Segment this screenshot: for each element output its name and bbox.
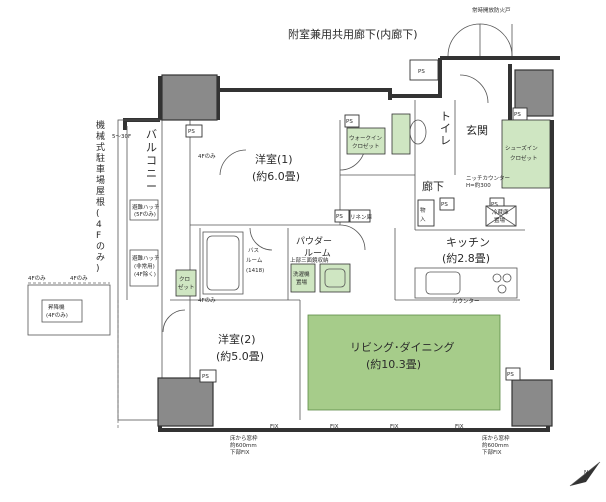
hatch-2	[129, 249, 159, 287]
fire-door-icon	[447, 23, 513, 57]
western2-name: 洋室(2)	[218, 332, 256, 346]
svg-text:PS: PS	[188, 129, 195, 135]
corridor-label: 附室兼用共用廊下(内廊下)	[288, 27, 418, 41]
svg-text:(4F除く): (4F除く)	[134, 270, 156, 278]
vanity-sink	[319, 263, 351, 293]
svg-text:FIX: FIX	[330, 424, 339, 430]
fire-door-label: 常時開放防火戸	[472, 6, 511, 14]
powder-name-1: パウダー	[296, 235, 332, 247]
bath-name-1: バス	[248, 247, 259, 254]
compass-icon: N	[569, 461, 601, 487]
svg-text:PS: PS	[491, 202, 498, 208]
storage-label-2: 入	[420, 217, 426, 223]
svg-text:置場: 置場	[296, 278, 308, 286]
svg-text:FIX: FIX	[455, 424, 464, 430]
niche-label-2: H=約300	[466, 181, 491, 189]
storage-label-1: 物	[420, 206, 426, 214]
niche-label-1: ニッチカウンター	[466, 174, 510, 182]
balcony-area	[117, 119, 163, 421]
svg-text:PS: PS	[202, 374, 209, 380]
small-closet	[175, 269, 197, 297]
upper-storage-label: 上部三面鏡収納	[290, 256, 329, 264]
counter-label: カウンター	[452, 297, 480, 305]
svg-text:避難ハッチ: 避難ハッチ	[132, 203, 160, 211]
toilet-fixture	[391, 113, 427, 155]
svg-text:昇降機: 昇降機	[48, 303, 65, 311]
fridge-label-2: 置場	[494, 216, 506, 224]
living-name: リビング･ダイニング	[350, 340, 455, 354]
svg-text:洗濯機: 洗濯機	[293, 270, 310, 278]
western1-name: 洋室(1)	[255, 152, 293, 166]
svg-text:クロゼット: クロゼット	[352, 142, 380, 150]
svg-text:PS: PS	[418, 69, 425, 75]
pillar-top-left	[161, 74, 218, 121]
svg-text:N: N	[584, 470, 588, 476]
svg-text:下部FIX: 下部FIX	[482, 448, 502, 456]
svg-text:約600mm: 約600mm	[482, 441, 509, 449]
svg-text:(4Fのみ): (4Fのみ)	[46, 312, 68, 319]
living-area: (約10.3畳)	[366, 357, 421, 371]
hatch-1	[129, 199, 159, 221]
svg-text:(非常用): (非常用)	[134, 262, 155, 270]
svg-text:避難ハッチ: 避難ハッチ	[132, 254, 160, 262]
svg-text:約600mm: 約600mm	[230, 441, 257, 449]
storage	[417, 199, 435, 227]
western2-area: (約5.0畳)	[216, 349, 264, 363]
pillar-bottom-right	[511, 379, 553, 427]
svg-text:PS: PS	[346, 119, 353, 125]
svg-text:4Fのみ: 4Fのみ	[70, 275, 88, 282]
bath-name-2: ルーム	[246, 257, 263, 264]
washer-space	[290, 263, 316, 293]
svg-text:ウォークイン: ウォークイン	[349, 134, 383, 142]
svg-text:FIX: FIX	[390, 424, 399, 430]
ladder	[41, 299, 83, 323]
bath-name-3: (1418)	[246, 268, 264, 274]
linen-label: リネン庫	[350, 213, 373, 221]
powder-name-2: ルーム	[304, 248, 331, 259]
linen-storage	[349, 209, 371, 223]
shoes-in-closet	[501, 119, 551, 189]
balcony-name: バルコニー	[146, 128, 157, 193]
kitchen-name: キッチン	[446, 236, 490, 249]
kitchen-counter	[414, 267, 518, 299]
svg-text:4Fのみ: 4Fのみ	[198, 153, 216, 160]
parking-roof	[27, 284, 111, 336]
svg-text:床から窓枠: 床から窓枠	[482, 434, 510, 442]
western1-area: (約6.0畳)	[252, 169, 300, 183]
hallway-name: 廊下	[422, 179, 444, 193]
svg-text:5～30F: 5～30F	[112, 134, 131, 140]
walkin-closet	[346, 127, 386, 155]
svg-text:シューズイン: シューズイン	[505, 144, 538, 152]
ps-boxes: PS PS PS PS PS PS PS PS PS	[185, 59, 528, 383]
svg-text:PS: PS	[336, 214, 343, 220]
svg-text:クロ: クロ	[179, 276, 190, 283]
svg-text:(5Fのみ): (5Fのみ)	[134, 211, 156, 218]
bathtub-fixture	[202, 231, 244, 295]
svg-text:4Fのみ: 4Fのみ	[28, 275, 46, 282]
svg-text:PS: PS	[514, 112, 521, 118]
svg-text:ゼット: ゼット	[178, 283, 195, 291]
svg-text:PS: PS	[507, 372, 514, 378]
svg-text:下部FIX: 下部FIX	[230, 448, 250, 456]
svg-text:床から窓枠: 床から窓枠	[230, 434, 258, 442]
kitchen-area: (約2.8畳)	[442, 251, 490, 265]
living-dining-area	[307, 314, 501, 411]
svg-text:FIX: FIX	[270, 424, 279, 430]
entrance-name: 玄関	[466, 123, 488, 137]
svg-text:4Fのみ: 4Fのみ	[198, 297, 216, 304]
pillar-bottom-left	[157, 377, 214, 427]
svg-text:PS: PS	[441, 202, 448, 208]
fridge-label-1: 冷蔵庫	[492, 208, 509, 216]
svg-text:クロゼット: クロゼット	[510, 154, 538, 162]
toilet-name: トイレ	[440, 110, 451, 147]
